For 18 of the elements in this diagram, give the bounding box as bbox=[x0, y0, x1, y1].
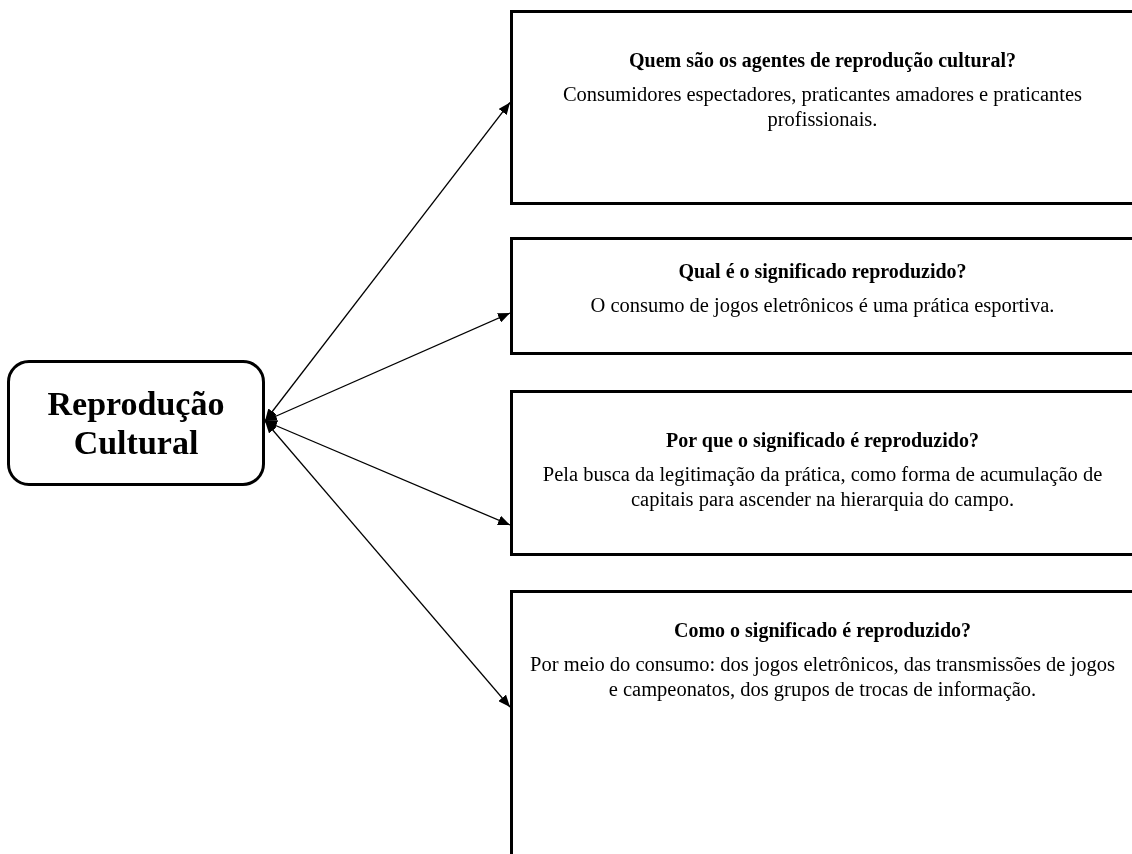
answer-text: Por meio do consumo: dos jogos eletrônicos, das transmissões de jogos e campeonatos, dos grupos de trocas de informação. bbox=[529, 652, 1116, 702]
question-heading: Por que o significado é reproduzido? bbox=[666, 429, 979, 452]
rounded-box bbox=[7, 360, 265, 486]
answer-text: O consumo de jogos eletrônicos é uma prática esportiva. bbox=[590, 293, 1055, 318]
question-box bbox=[510, 237, 1132, 355]
double-arrow bbox=[264, 420, 511, 708]
double-arrow bbox=[264, 420, 511, 526]
node-title: Reprodução Cultural bbox=[46, 383, 226, 463]
question-box bbox=[510, 10, 1132, 205]
question-box bbox=[510, 390, 1132, 556]
double-arrow bbox=[264, 101, 511, 422]
double-arrow bbox=[264, 312, 511, 422]
answer-text: Pela busca da legitimação da prática, como forma de acumulação de capitais para ascender na hierarquia do campo. bbox=[541, 462, 1104, 512]
question-box bbox=[510, 590, 1132, 854]
question-heading: Qual é o significado reproduzido? bbox=[678, 260, 967, 283]
answer-text: Consumidores espectadores, praticantes amadores e praticantes profissionais. bbox=[561, 82, 1084, 132]
question-heading: Como o significado é reproduzido? bbox=[673, 619, 972, 642]
question-heading: Quem são os agentes de reprodução cultural? bbox=[629, 49, 1016, 72]
